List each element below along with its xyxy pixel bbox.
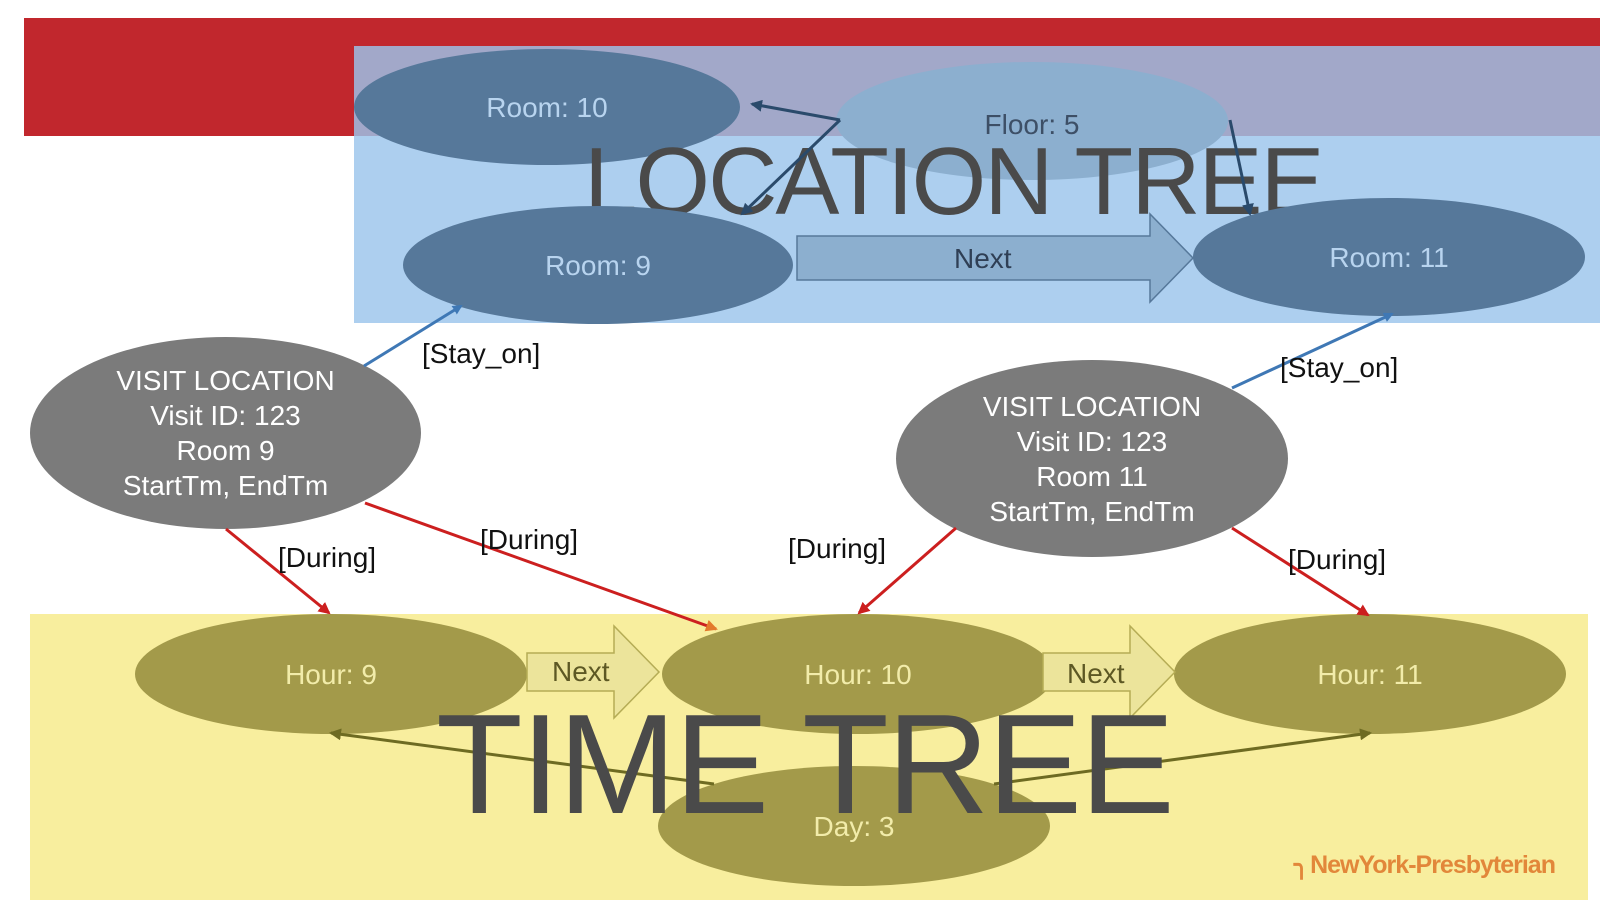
node-room-9-label: Room: 9 bbox=[545, 249, 651, 281]
edge-floor-to-room-11 bbox=[1228, 119, 1254, 216]
node-room-9[interactable]: Room: 9 bbox=[403, 206, 793, 324]
edge-floor-to-room-10 bbox=[750, 99, 841, 122]
visit-right-line-3: Room 11 bbox=[1036, 460, 1148, 492]
node-room-11-label: Room: 11 bbox=[1329, 241, 1449, 273]
edge-label-during-2: [During] bbox=[480, 524, 579, 555]
next-arrow-time-2 bbox=[1042, 624, 1177, 720]
node-visit-location-left[interactable]: VISIT LOCATION Visit ID: 123 Room 9 Star… bbox=[30, 337, 421, 529]
node-room-11[interactable]: Room: 11 bbox=[1193, 198, 1585, 316]
visit-left-line-4: StartTm, EndTm bbox=[122, 470, 329, 501]
visit-right-line-2: Visit ID: 123 bbox=[1016, 425, 1168, 457]
node-hour-11[interactable]: Hour: 11 bbox=[1174, 614, 1566, 734]
next-arrow-location bbox=[796, 212, 1195, 304]
visit-right-line-4: StartTm, EndTm bbox=[989, 495, 1195, 527]
node-day-3[interactable]: Day: 3 bbox=[658, 766, 1050, 886]
time-tree-title: TIME TREE bbox=[436, 685, 1175, 844]
edge-label-stay-on-left: [Stay_on] bbox=[422, 338, 541, 369]
edge-during-right-to-hour-10 bbox=[857, 526, 957, 615]
edge-day-to-hour-11 bbox=[993, 728, 1372, 786]
location-tree-title: LOCATION TREE bbox=[584, 128, 1325, 235]
node-hour-10-label: Hour: 10 bbox=[804, 658, 912, 690]
edge-floor-to-room-9 bbox=[740, 118, 842, 216]
node-hour-10[interactable]: Hour: 10 bbox=[662, 614, 1054, 734]
node-floor-5-label: Floor: 5 bbox=[984, 108, 1080, 140]
visit-left-line-3: Room 9 bbox=[176, 435, 275, 466]
node-visit-location-right[interactable]: VISIT LOCATION Visit ID: 123 Room 11 Sta… bbox=[896, 360, 1288, 557]
node-hour-9-label: Hour: 9 bbox=[285, 658, 377, 690]
next-label-time-2: Next bbox=[1067, 658, 1125, 689]
brand-mark-icon: ╮ bbox=[1294, 851, 1309, 879]
edge-stay-on-left bbox=[363, 304, 463, 368]
edge-label-stay-on-right: [Stay_on] bbox=[1280, 352, 1399, 383]
node-hour-11-label: Hour: 11 bbox=[1317, 658, 1423, 690]
node-room-10[interactable]: Room: 10 bbox=[354, 49, 740, 165]
visit-left-line-2: Visit ID: 123 bbox=[150, 400, 301, 431]
next-label-location: Next bbox=[954, 243, 1012, 274]
visit-left-line-1: VISIT LOCATION bbox=[116, 365, 335, 396]
edge-label-during-4: [During] bbox=[1288, 544, 1387, 575]
node-hour-9[interactable]: Hour: 9 bbox=[135, 614, 527, 734]
next-arrow-time-1 bbox=[526, 624, 661, 720]
edge-stay-on-right bbox=[1231, 312, 1394, 390]
next-label-time-1: Next bbox=[552, 656, 610, 687]
brand-logo: ╮NewYork-Presbyterian bbox=[1294, 850, 1556, 880]
node-day-3-label: Day: 3 bbox=[813, 810, 895, 842]
node-floor-5[interactable]: Floor: 5 bbox=[836, 62, 1228, 180]
edge-during-left-to-hour-10 bbox=[364, 501, 718, 632]
node-room-10-label: Room: 10 bbox=[486, 91, 608, 123]
edge-day-to-hour-9 bbox=[329, 728, 715, 786]
edge-label-during-3: [During] bbox=[788, 533, 887, 564]
edge-during-left-to-hour-9 bbox=[225, 527, 331, 615]
edge-label-during-1: [During] bbox=[278, 542, 377, 573]
edge-during-right-to-hour-11 bbox=[1231, 526, 1370, 617]
brand-name: NewYork-Presbyterian bbox=[1310, 851, 1556, 879]
visit-right-line-1: VISIT LOCATION bbox=[982, 390, 1202, 422]
